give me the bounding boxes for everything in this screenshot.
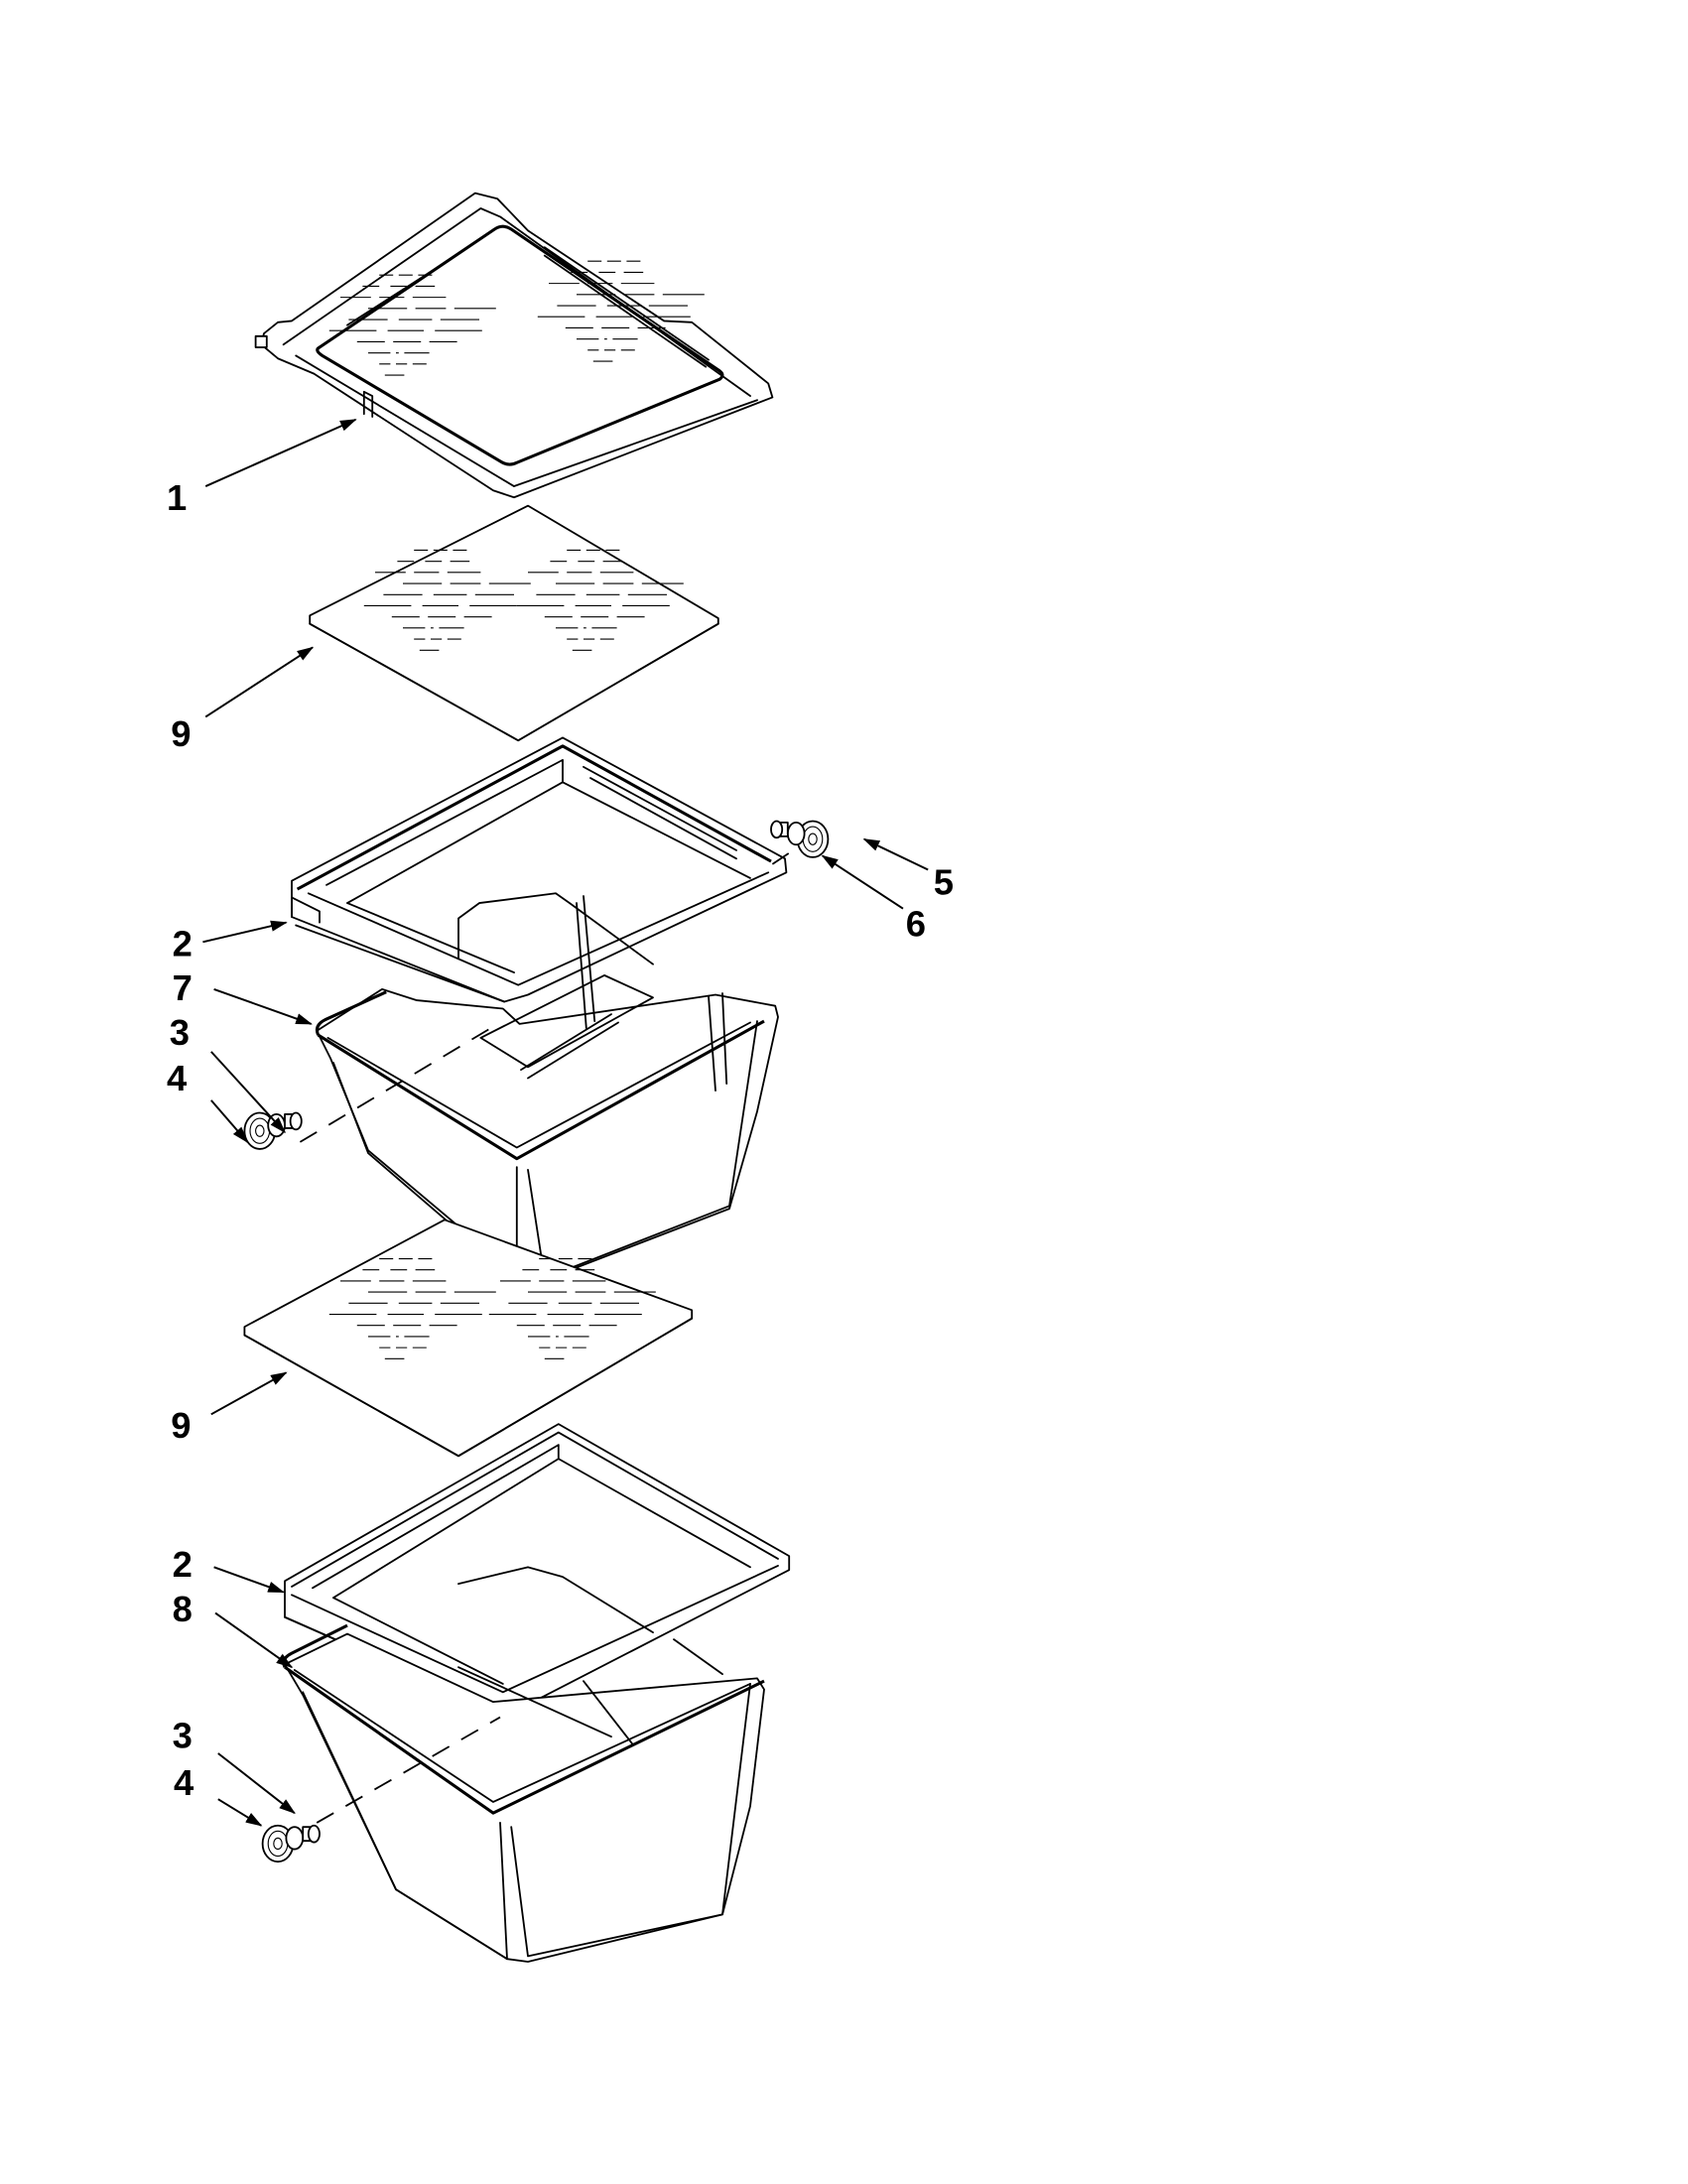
crisper-cover-part-2-lower: [284, 1423, 791, 1713]
callout-7: 7: [173, 967, 193, 1008]
axis-line-lower-left: [316, 1716, 501, 1824]
callout-3-upper: 3: [170, 1012, 190, 1053]
callout-1: 1: [167, 477, 187, 518]
glass-panel-part-9-lower: [243, 1219, 694, 1458]
callout-2-upper: 2: [173, 923, 193, 964]
wheel-assembly-left-lower: [261, 1824, 321, 1863]
axis-line-upper-left: [299, 1021, 501, 1143]
callout-9-lower: 9: [171, 1405, 191, 1446]
shelf-frame-part-1: [254, 192, 774, 499]
callout-8: 8: [173, 1589, 193, 1629]
callout-4-upper: 4: [167, 1058, 188, 1098]
crisper-cover-part-2-upper: [291, 736, 788, 1003]
callout-labels: 1 9 5 6 2 7 3 4 9 2 8 3 4: [167, 477, 954, 1803]
callout-2-lower: 2: [173, 1544, 193, 1585]
callout-9-upper: 9: [171, 713, 191, 754]
callout-leaders: [202, 418, 929, 1827]
crisper-drawer-part-7: [315, 892, 779, 1282]
callout-4-lower: 4: [174, 1762, 195, 1803]
callout-6: 6: [906, 904, 926, 945]
glass-panel-part-9-upper: [309, 504, 719, 742]
wheel-assembly-right: [770, 820, 830, 858]
callout-3-lower: 3: [173, 1715, 193, 1755]
callout-5: 5: [934, 862, 954, 903]
